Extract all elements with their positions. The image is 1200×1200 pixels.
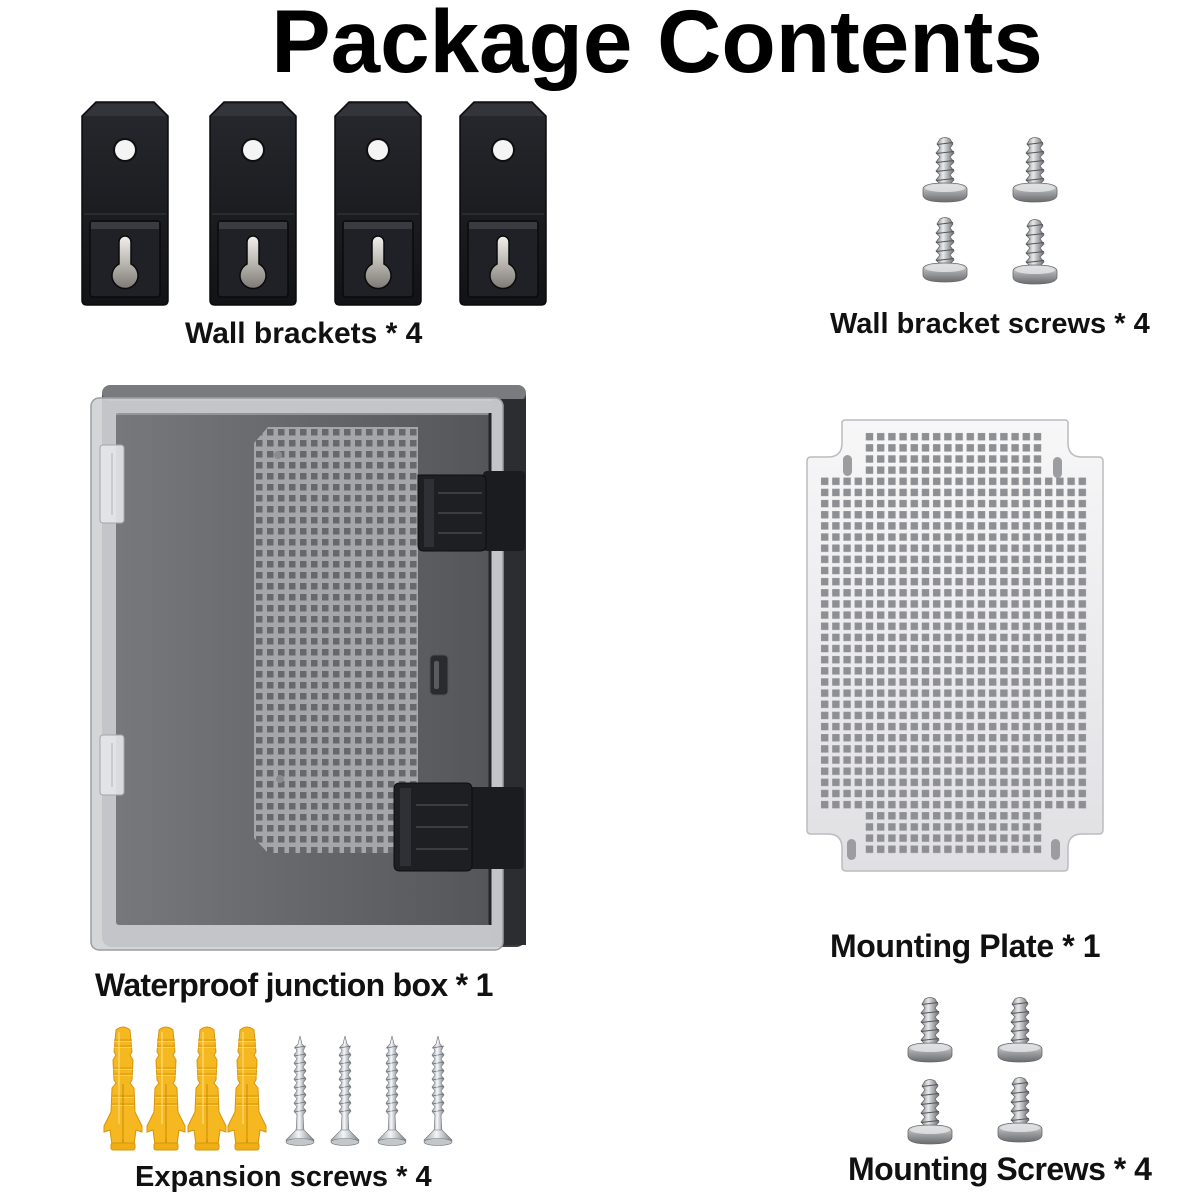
wall-brackets-graphic: [81, 101, 547, 306]
wall-brackets-label: Wall brackets * 4: [185, 317, 423, 350]
wood-screw: [423, 1035, 453, 1146]
wall-bracket: [334, 101, 422, 306]
expansion-screws-label: Expansion screws * 4: [135, 1161, 432, 1193]
lower-latch: [393, 782, 524, 872]
mounting-screws-label: Mounting Screws * 4: [848, 1151, 1152, 1187]
mounting-screw: [997, 1077, 1043, 1143]
wall-anchor: [146, 1026, 186, 1151]
mounting-screw: [907, 1079, 953, 1145]
wall-bracket: [209, 101, 297, 306]
wall-bracket-screw: [922, 137, 968, 203]
wood-screw: [377, 1035, 407, 1146]
page-title: Package Contents: [271, 0, 1043, 91]
wall-bracket-screw: [1012, 219, 1058, 285]
wood-screw: [285, 1035, 315, 1146]
upper-latch: [417, 471, 525, 552]
wall-bracket: [459, 101, 547, 306]
plate-perforations: [819, 431, 1089, 855]
wall-bracket-screws-graphic: [922, 137, 1058, 285]
mounting-plate-label: Mounting Plate * 1: [830, 928, 1101, 964]
wood-screws-image: [280, 1032, 460, 1154]
wall-anchor: [103, 1026, 143, 1151]
wall-bracket-screws-image: [915, 133, 1070, 293]
junction-box-label: Waterproof junction box * 1: [95, 967, 493, 1003]
mounting-plate-graphic: [806, 419, 1104, 872]
lid-hinges: [99, 444, 125, 796]
mounting-screws-image: [900, 992, 1060, 1150]
mounting-screws-graphic: [907, 997, 1043, 1145]
wood-screw: [330, 1035, 360, 1146]
plate-mounting-slots: [843, 455, 1062, 860]
junction-box-image: [88, 383, 528, 953]
wall-brackets-image: [78, 98, 553, 308]
wall-anchor: [227, 1026, 267, 1151]
middle-tab: [429, 654, 449, 696]
inner-mounting-plate: [254, 427, 418, 853]
wall-bracket-screws-label: Wall bracket screws * 4: [830, 308, 1150, 340]
mounting-screw: [907, 997, 953, 1063]
mounting-screw: [997, 997, 1043, 1063]
wall-anchors-image: [96, 1022, 271, 1154]
wood-screws-graphic: [285, 1035, 453, 1146]
wall-bracket: [81, 101, 169, 306]
wall-bracket-screw: [922, 217, 968, 283]
wall-bracket-screw: [1012, 137, 1058, 203]
junction-box-graphic: [90, 385, 526, 951]
mounting-plate-image: [805, 417, 1105, 874]
wall-anchors-graphic: [103, 1026, 267, 1151]
wall-anchor: [187, 1026, 227, 1151]
